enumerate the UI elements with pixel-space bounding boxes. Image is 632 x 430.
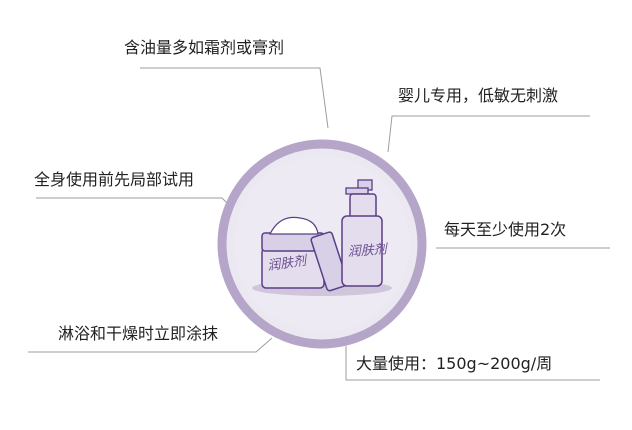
connector-lines (28, 67, 610, 381)
label-twice-daily: 每天至少使用2次 (444, 220, 567, 239)
connector-cream-type (140, 67, 329, 129)
connector-quantity (345, 346, 600, 381)
label-patch-test: 全身使用前先局部试用 (34, 170, 195, 189)
pump-bottle-icon (341, 179, 383, 287)
connector-baby (387, 115, 590, 153)
connector-patch-test (36, 197, 233, 209)
jar-label: 润肤剂 (266, 253, 309, 274)
label-baby-hypoallergenic: 婴儿专用，低敏无刺激 (398, 86, 559, 105)
connector-after-bath (28, 337, 273, 353)
label-after-bath: 淋浴和干燥时立即涂抹 (58, 324, 219, 343)
bottle-label: 润肤剂 (347, 242, 389, 260)
label-cream-type: 含油量多如霜剂或膏剂 (124, 38, 285, 57)
label-quantity: 大量使用：150g~200g/周 (356, 354, 553, 373)
cream-jar-icon (261, 216, 349, 292)
